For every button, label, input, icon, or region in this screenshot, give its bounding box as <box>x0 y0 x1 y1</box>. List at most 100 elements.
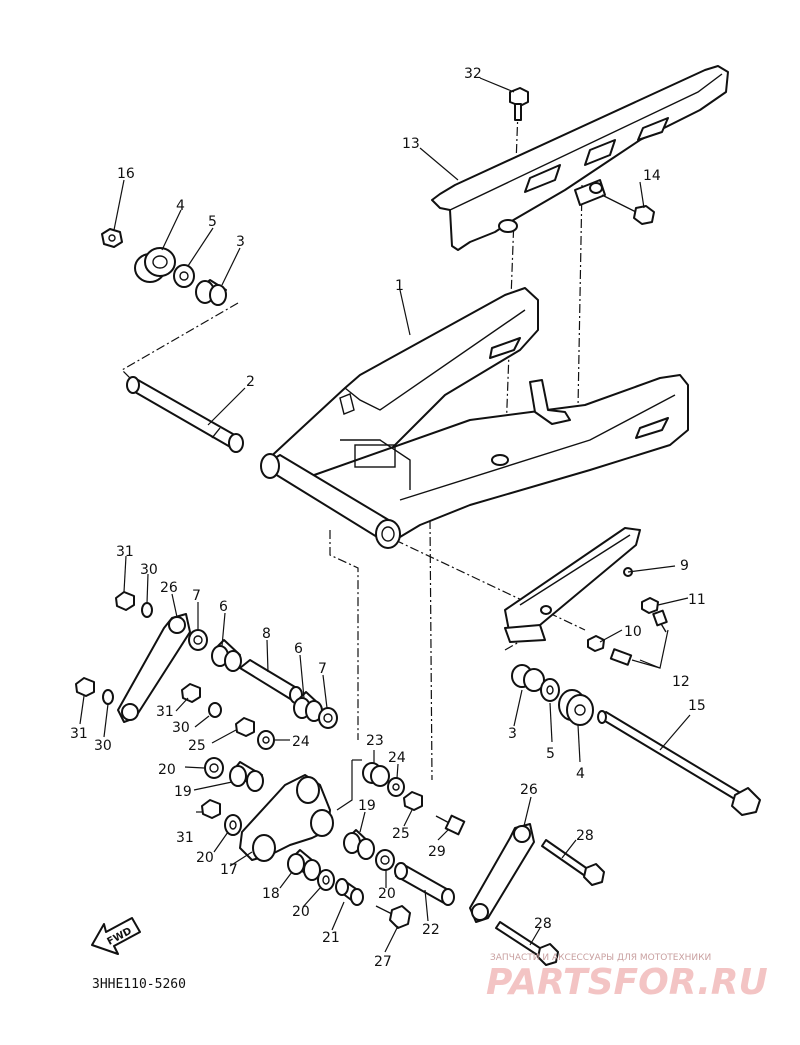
seal-part-20-a <box>204 757 224 779</box>
watermark: ЗАПЧАСТИ И АКСЕССУАРЫ ДЛЯ МОТОТЕХНИКИ PA… <box>486 953 768 1003</box>
callout-9: 9 <box>680 558 689 574</box>
callout-16: 16 <box>117 166 135 182</box>
callout-26-right: 26 <box>520 782 538 798</box>
callout-8: 8 <box>262 626 271 642</box>
callout-17: 17 <box>220 862 238 878</box>
watermark-brand: PARTSFOR.RU <box>486 962 768 1003</box>
seal-part-7-b <box>318 707 338 729</box>
callout-numbers: 32 13 14 16 4 5 3 1 2 9 11 10 12 3 5 4 1… <box>70 66 706 970</box>
oil-seal-part-4 <box>134 247 176 283</box>
callout-3-upper: 3 <box>236 234 245 250</box>
washer-part-30-b <box>102 689 114 705</box>
collar-part-21 <box>335 878 364 906</box>
connecting-rod-part-26-left <box>117 613 191 723</box>
callout-12: 12 <box>672 674 690 690</box>
callout-31-b: 31 <box>70 726 88 742</box>
callout-25-a: 25 <box>188 738 206 754</box>
callout-6-a: 6 <box>219 599 228 615</box>
callout-22: 22 <box>422 922 440 938</box>
callout-20-d: 20 <box>378 886 396 902</box>
bushing-part-19-a <box>229 761 264 792</box>
nut-part-31-b <box>75 677 95 697</box>
callout-31-d: 31 <box>176 830 194 846</box>
nut-part-25-a <box>235 717 255 737</box>
callout-7-b: 7 <box>318 661 327 677</box>
callout-7-a: 7 <box>192 588 201 604</box>
washer-part-5-lower <box>540 678 560 702</box>
callout-2: 2 <box>246 374 255 390</box>
washer-part-5-upper <box>173 264 195 288</box>
bolt-part-27 <box>375 905 411 929</box>
relay-arm-part-17 <box>239 774 334 862</box>
connecting-rod-part-26-right <box>469 823 535 923</box>
callout-31-a: 31 <box>116 544 134 560</box>
bushing-part-6-a <box>211 639 242 672</box>
callout-20-b: 20 <box>196 850 214 866</box>
washer-part-24-b <box>387 777 405 797</box>
seal-part-7-a <box>188 629 208 651</box>
leader-lines <box>79 77 691 953</box>
callout-20-c: 20 <box>292 904 310 920</box>
callout-30-a: 30 <box>140 562 158 578</box>
collar-part-8 <box>239 659 303 704</box>
callout-28-a: 28 <box>576 828 594 844</box>
bolt-part-28-b <box>495 921 559 966</box>
callout-11: 11 <box>688 592 706 608</box>
collar-part-22 <box>394 862 455 906</box>
callout-21: 21 <box>322 930 340 946</box>
callout-32: 32 <box>464 66 482 82</box>
callout-30-b: 30 <box>94 738 112 754</box>
callout-31-c: 31 <box>156 704 174 720</box>
callout-18: 18 <box>262 886 280 902</box>
seal-part-20-c <box>375 849 395 871</box>
callout-26-left: 26 <box>160 580 178 596</box>
callout-19-b: 19 <box>358 798 376 814</box>
chain-guard-part-13 <box>431 65 729 251</box>
washer-part-24-a <box>257 730 275 750</box>
bushing-part-18 <box>287 849 321 881</box>
callout-14: 14 <box>643 168 661 184</box>
swingarm-part-1 <box>260 287 689 549</box>
callout-24-a: 24 <box>292 734 310 750</box>
callout-20-a: 20 <box>158 762 176 778</box>
bushing-part-23 <box>362 762 390 787</box>
bushing-part-6-b <box>293 691 323 722</box>
washer-part-30-c <box>208 702 222 718</box>
bolt-part-32 <box>509 87 529 121</box>
nut-part-11 <box>641 597 659 614</box>
nut-part-31-c <box>181 683 201 703</box>
bushing-part-3-upper <box>195 279 227 306</box>
part-code: 3HHE110-5260 <box>92 977 186 992</box>
bolt-part-14 <box>601 194 655 225</box>
seal-part-20-d <box>317 869 335 891</box>
fwd-arrow-icon: FWD <box>91 917 141 955</box>
callout-19-a: 19 <box>174 784 192 800</box>
callout-4-upper: 4 <box>176 198 185 214</box>
callout-4-lower: 4 <box>576 766 585 782</box>
bolt-part-29 <box>435 814 466 836</box>
watermark-tagline: ЗАПЧАСТИ И АКСЕССУАРЫ ДЛЯ МОТОТЕХНИКИ <box>490 953 711 963</box>
callout-15: 15 <box>688 698 706 714</box>
chain-slider-part-9 <box>504 527 641 643</box>
callout-28-b: 28 <box>534 916 552 932</box>
callout-3-lower: 3 <box>508 726 517 742</box>
callout-30-c: 30 <box>172 720 190 736</box>
bolt-part-12a <box>652 609 668 633</box>
oil-seal-part-4-lower <box>558 689 594 726</box>
bolt-part-28-a <box>541 839 605 886</box>
callout-13: 13 <box>402 136 420 152</box>
callout-5-upper: 5 <box>208 214 217 230</box>
nut-part-25-b <box>403 791 423 811</box>
callout-6-b: 6 <box>294 641 303 657</box>
callout-10: 10 <box>624 624 642 640</box>
callout-1: 1 <box>395 278 404 294</box>
callout-29: 29 <box>428 844 446 860</box>
callout-25-b: 25 <box>392 826 410 842</box>
screw-part-10 <box>587 635 605 652</box>
bolt-part-12b <box>609 648 633 666</box>
pivot-bolt-part-15 <box>597 710 761 816</box>
callout-24-b: 24 <box>388 750 406 766</box>
pivot-shaft-part-2 <box>126 376 244 453</box>
callout-5-lower: 5 <box>546 746 555 762</box>
